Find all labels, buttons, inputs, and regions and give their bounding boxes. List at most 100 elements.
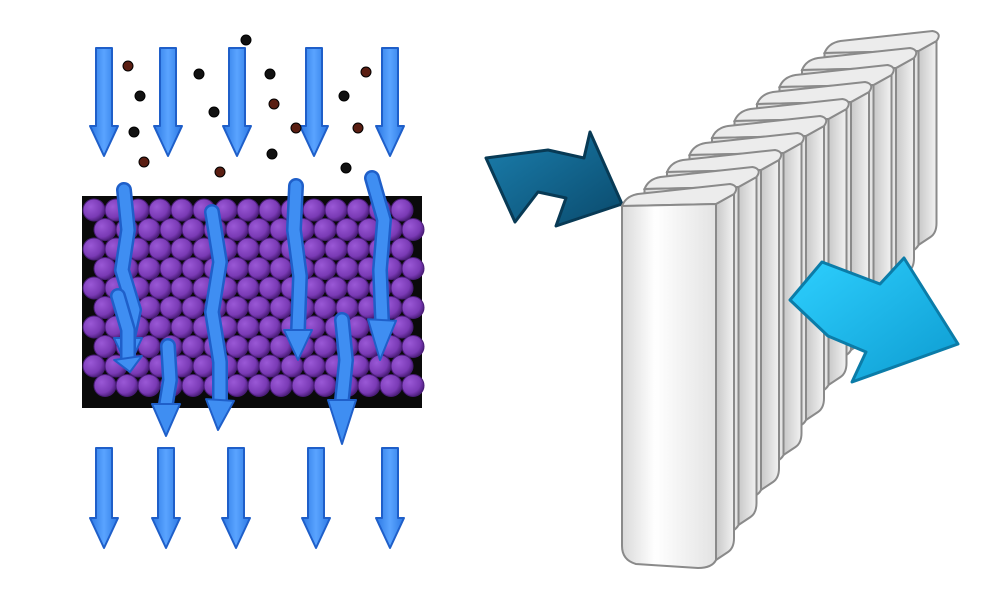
filter-media-bead-icon xyxy=(390,276,414,300)
filter-media-bead-icon xyxy=(170,315,194,339)
filter-media-bead-icon xyxy=(148,237,172,261)
downward-flow-arrow-icon xyxy=(375,47,405,157)
filter-media-bead-icon xyxy=(115,374,139,397)
filter-media-bead-icon xyxy=(236,315,260,339)
winding-flow-arrow-icon-fill xyxy=(288,180,306,336)
filter-plate-side xyxy=(715,192,735,562)
downward-flow-arrow-icon xyxy=(89,47,119,157)
filter-media-bead-icon xyxy=(390,237,414,261)
filter-media-bead-icon xyxy=(148,276,172,300)
winding-flow-arrow-icon-head xyxy=(367,318,397,361)
filter-plate-face xyxy=(621,202,717,570)
contaminant-particle-icon xyxy=(266,148,278,160)
contaminant-particle-icon xyxy=(268,98,280,110)
filter-media-bead-icon xyxy=(346,276,370,300)
filter-media-bead-icon xyxy=(269,296,293,319)
outlet-arrow-icon xyxy=(788,256,960,384)
filter-media-bead-icon xyxy=(335,218,359,241)
filter-media-bead-icon xyxy=(225,218,249,241)
filter-media-bead-icon xyxy=(346,237,370,261)
filter-media-bead-icon xyxy=(313,296,337,319)
filter-media-bead-icon xyxy=(82,315,106,339)
filter-media-bead-icon xyxy=(401,335,425,358)
downward-flow-arrow-icon xyxy=(222,47,252,157)
filter-media-bead-icon xyxy=(258,354,282,378)
filter-plate-top xyxy=(620,182,738,208)
filter-media-bead-icon xyxy=(269,374,293,397)
winding-flow-arrow-icon-fill xyxy=(336,314,352,406)
filter-media-bead-icon xyxy=(302,198,326,222)
filter-media-bead-icon xyxy=(302,237,326,261)
filter-media-bead-icon xyxy=(137,374,161,397)
filter-plate-side xyxy=(917,39,938,247)
filter-media-bead-icon xyxy=(181,296,205,319)
filter-media-bead-icon xyxy=(236,198,260,222)
winding-flow-arrow-icon-head xyxy=(327,399,357,445)
filter-media-bead-icon xyxy=(225,296,249,319)
contaminant-particle-icon xyxy=(134,90,146,102)
contaminant-particle-icon xyxy=(264,68,276,80)
inlet-arrow-icon xyxy=(484,130,624,228)
filter-media-bead-icon xyxy=(401,374,425,397)
filter-media-bead-icon xyxy=(225,257,249,280)
filter-plate-side xyxy=(760,158,780,492)
filter-media-bead-icon xyxy=(82,198,106,222)
filter-media-bead-icon xyxy=(148,315,172,339)
filter-media-bead-icon xyxy=(82,354,106,378)
contaminant-particles xyxy=(122,34,372,178)
filter-plate-side xyxy=(895,56,915,282)
filter-media-bead-icon xyxy=(82,237,106,261)
filter-media-bead-icon xyxy=(313,257,337,280)
inlet-flow-arrows xyxy=(89,47,405,157)
filter-media-bead-icon xyxy=(181,257,205,280)
downward-flow-arrow-icon xyxy=(301,447,331,549)
filter-media-bead-icon xyxy=(236,354,260,378)
filter-media-bead-icon xyxy=(236,276,260,300)
filter-plate-icon xyxy=(620,182,738,570)
filter-media-bead-icon xyxy=(225,335,249,358)
contaminant-particle-icon xyxy=(340,162,352,174)
filter-media-bead-icon xyxy=(170,237,194,261)
winding-flow-arrow-icon-fill xyxy=(160,340,176,410)
filter-media-bead-icon xyxy=(148,198,172,222)
winding-flow-arrows xyxy=(110,170,397,445)
filter-media-bead-icon xyxy=(269,257,293,280)
contaminant-particle-icon xyxy=(338,90,350,102)
filter-media-bead-icon xyxy=(324,198,348,222)
contaminant-particle-icon xyxy=(360,66,372,78)
filter-media-bead-icon xyxy=(170,276,194,300)
filter-media-bead-icon xyxy=(401,218,425,241)
filter-media-bead-icon xyxy=(137,257,161,280)
filter-media-bead-icon xyxy=(159,296,183,319)
winding-flow-arrow-icon-head xyxy=(205,398,235,431)
filter-media-bead-icon xyxy=(225,374,249,397)
downward-flow-arrow-icon xyxy=(221,447,251,549)
filter-media-bead-icon xyxy=(324,276,348,300)
winding-flow-arrow-icon-head xyxy=(283,329,313,361)
filter-media-bead-icon xyxy=(258,237,282,261)
filter-media-bead-icon xyxy=(258,198,282,222)
filter-media-bead-icon xyxy=(93,218,117,241)
filter-media-bead-icon xyxy=(335,257,359,280)
contaminant-particle-icon xyxy=(138,156,150,168)
filter-media-bead-icon xyxy=(247,374,271,397)
filter-media-bead-icon xyxy=(159,257,183,280)
filter-media-bead-icon xyxy=(137,218,161,241)
outlet-flow-arrows xyxy=(89,447,405,549)
filter-media-bead-icon xyxy=(401,257,425,280)
winding-flow-arrow-icon-head xyxy=(151,403,181,437)
filter-media-bead-icon xyxy=(324,237,348,261)
filter-media-bead-icon xyxy=(181,218,205,241)
filter-plate-stack xyxy=(620,29,940,570)
contaminant-particle-icon xyxy=(214,166,226,178)
filter-media-bead-icon xyxy=(247,335,271,358)
filter-media-bead-icon xyxy=(390,198,414,222)
downward-flow-arrow-icon xyxy=(375,447,405,549)
contaminant-particle-icon xyxy=(193,68,205,80)
filter-plate-top xyxy=(823,29,940,55)
filter-media-bead-icon xyxy=(247,257,271,280)
filter-media-bead-icon xyxy=(181,335,205,358)
filter-plate-side xyxy=(737,175,758,527)
downward-flow-arrow-icon xyxy=(153,47,183,157)
filter-media-bead-icon xyxy=(302,354,326,378)
